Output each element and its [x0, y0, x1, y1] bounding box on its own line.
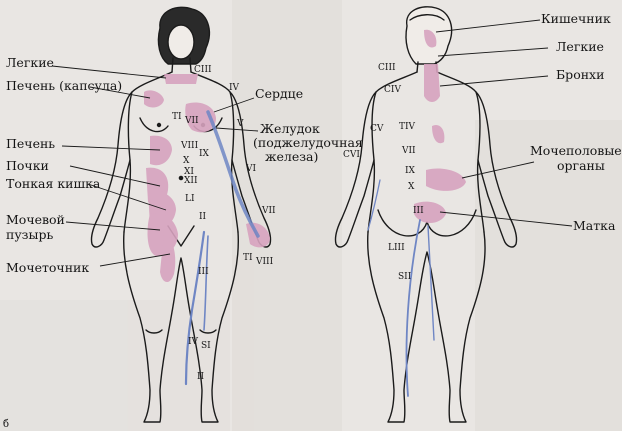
seg-front-s1: SI [201, 342, 211, 351]
seg-front-x: X [183, 157, 189, 166]
seg-front-t1: TI [172, 113, 182, 122]
front-left-arm [91, 92, 132, 247]
zone-lungs-front [164, 74, 198, 84]
zone-liver [150, 136, 172, 166]
label-lungs-back: Легкие [556, 41, 604, 54]
seg-back-iii: III [413, 207, 424, 216]
zone-liver-capsule [144, 90, 164, 107]
seg-front-t1-hand: TI [243, 254, 253, 263]
label-small-intestine: Тонкая кишка [6, 178, 100, 191]
seg-front-vii: VII [185, 117, 199, 126]
label-ureter: Мочеточник [6, 262, 89, 275]
label-genital-2: органы [557, 160, 605, 173]
label-stomach-1: Желудок [260, 123, 320, 136]
seg-back-s2: SII [398, 273, 411, 282]
seg-front-c3: CIII [194, 66, 212, 75]
seg-back-vii: VII [402, 147, 416, 156]
seg-front-xii: XII [184, 177, 198, 186]
seg-front-v: V [237, 120, 244, 129]
seg-front-l1: LI [185, 195, 195, 204]
seg-front-vi: VI [246, 165, 256, 174]
seg-back-c3: CIII [378, 64, 396, 73]
zone-back-genital [426, 169, 466, 191]
label-intestine: Кишечник [541, 13, 611, 26]
front-face [168, 25, 194, 59]
seg-front-vii-arm: VII [262, 207, 276, 216]
seg-back-c6: CVI [343, 151, 360, 160]
label-heart: Сердце [255, 88, 303, 101]
label-stomach-2: (поджелудочная [253, 137, 363, 150]
label-kidneys: Почки [6, 160, 49, 173]
seg-back-t1: TIV [399, 123, 415, 132]
nerve-back-1 [407, 220, 421, 396]
seg-front-ix: IX [199, 150, 209, 159]
zone-back-heart [432, 125, 444, 143]
seg-front-viii-hand: VIII [256, 258, 273, 267]
seg-back-x: X [408, 183, 414, 192]
seg-back-l3: LIII [388, 244, 405, 253]
figure-letter: б [3, 420, 9, 430]
zone-back-lungs-bronchi [424, 64, 440, 102]
seg-front-ii-leg: II [197, 373, 204, 382]
label-lungs-front: Легкие [6, 57, 54, 70]
label-bronchi: Бронхи [556, 69, 604, 82]
label-genital-1: Мочеполовые [530, 145, 622, 158]
seg-back-c4: CIV [384, 86, 401, 95]
label-liver: Печень [6, 138, 55, 151]
seg-back-c5: CV [370, 125, 383, 134]
back-legs [368, 232, 485, 422]
label-uterus: Матка [573, 220, 615, 233]
seg-front-iv-leg: IV [188, 338, 198, 347]
label-stomach-3: железа) [265, 151, 318, 164]
label-bladder-2: пузырь [6, 229, 53, 242]
seg-front-iii: III [198, 268, 209, 277]
seg-front-viii: VIII [181, 142, 198, 151]
label-bladder-1: Мочевой [6, 214, 65, 227]
seg-back-ix: IX [405, 167, 415, 176]
seg-front-ii: II [199, 213, 206, 222]
label-liver-capsule: Печень (капсула) [6, 80, 122, 93]
seg-front-iv: IV [229, 84, 239, 93]
